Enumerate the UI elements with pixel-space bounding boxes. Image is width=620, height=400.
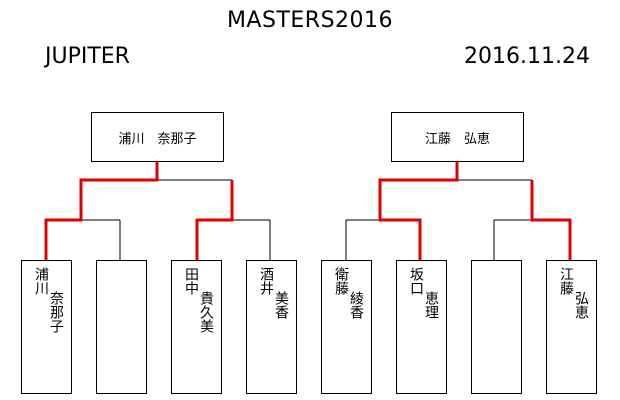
player-given-name: 貴久美 [198,291,214,333]
player-surname: 浦川 [33,267,49,295]
bracket-winner-paths [44,162,572,260]
event-date: 2016.11.24 [464,44,590,69]
player-given-name: 奈那子 [48,291,64,333]
page-title: MASTERS2016 [226,8,394,33]
player-box-8: 江藤 弘恵 [546,260,597,394]
bracket-connectors-black [81,179,532,260]
player-surname: 坂口 [408,267,424,295]
player-given-name: 美香 [273,291,289,319]
player-box-7 [471,260,522,394]
player-box-6: 坂口 恵理 [396,260,447,394]
player-surname: 田中 [183,267,199,295]
player-box-5: 衛藤 綾香 [321,260,372,394]
player-box-2 [96,260,147,394]
left-path-to-p3 [195,180,234,260]
right-winner-box: 江藤 弘恵 [391,112,524,162]
player-surname: 衛藤 [333,267,349,295]
left-path-to-p1 [44,162,159,260]
player-given-name: 綾香 [348,291,364,319]
player-surname: 酒井 [258,267,274,295]
player-box-4: 酒井 美香 [246,260,297,394]
player-given-name: 恵理 [423,291,439,319]
player-box-1: 浦川 奈那子 [21,260,72,394]
player-box-3: 田中 貴久美 [171,260,222,394]
right-path-to-p6 [378,162,459,260]
organization-label: JUPITER [45,44,130,69]
left-winner-box: 浦川 奈那子 [91,112,224,162]
player-surname: 江藤 [558,267,574,295]
player-given-name: 弘恵 [573,291,589,319]
right-path-to-p8 [530,180,572,260]
